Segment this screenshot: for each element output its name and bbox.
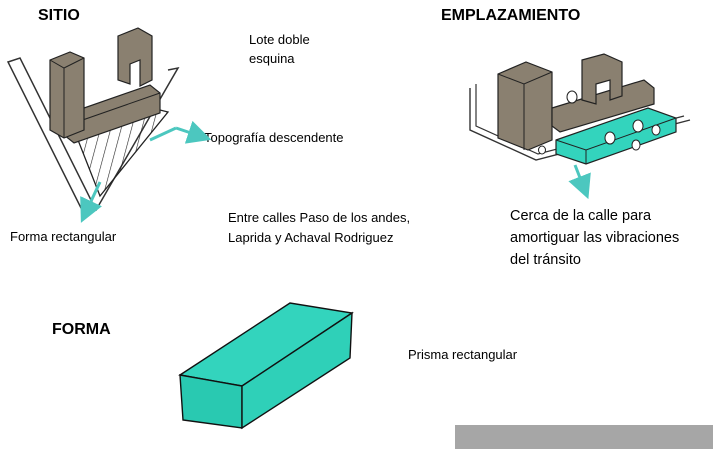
prism-side [241, 311, 353, 430]
placement-note-line1: Cerca de la calle para [510, 208, 652, 224]
site-sketch [6, 27, 212, 223]
footer-bar [455, 425, 713, 449]
placement-sketch [469, 53, 691, 200]
shape-label: Forma rectangular [10, 229, 117, 244]
placement-tall-block [497, 61, 553, 151]
placement-trees [538, 90, 661, 155]
lot-label-line2: esquina [249, 51, 295, 66]
site-buildings [49, 27, 161, 144]
placement-note-line2: amortiguar las vibraciones [510, 230, 680, 246]
streets-line2: Laprida y Achaval Rodriguez [228, 230, 394, 245]
prism-sketch [178, 302, 354, 430]
shape-arrow [80, 181, 102, 223]
placement-note-line3: del tránsito [510, 252, 581, 268]
prism-label: Prisma rectangular [408, 347, 518, 362]
topography-arrow [175, 120, 212, 144]
placement-arrow [568, 164, 591, 200]
sitio-heading: SITIO [38, 7, 80, 24]
emplazamiento-heading: EMPLAZAMIENTO [441, 7, 581, 24]
placement-bar [551, 79, 655, 133]
streets-line1: Entre calles Paso de los andes, [228, 210, 411, 225]
forma-heading: FORMA [52, 321, 111, 338]
lot-label-line1: Lote doble [249, 32, 310, 47]
topography-label: Topografía descendente [204, 130, 344, 145]
